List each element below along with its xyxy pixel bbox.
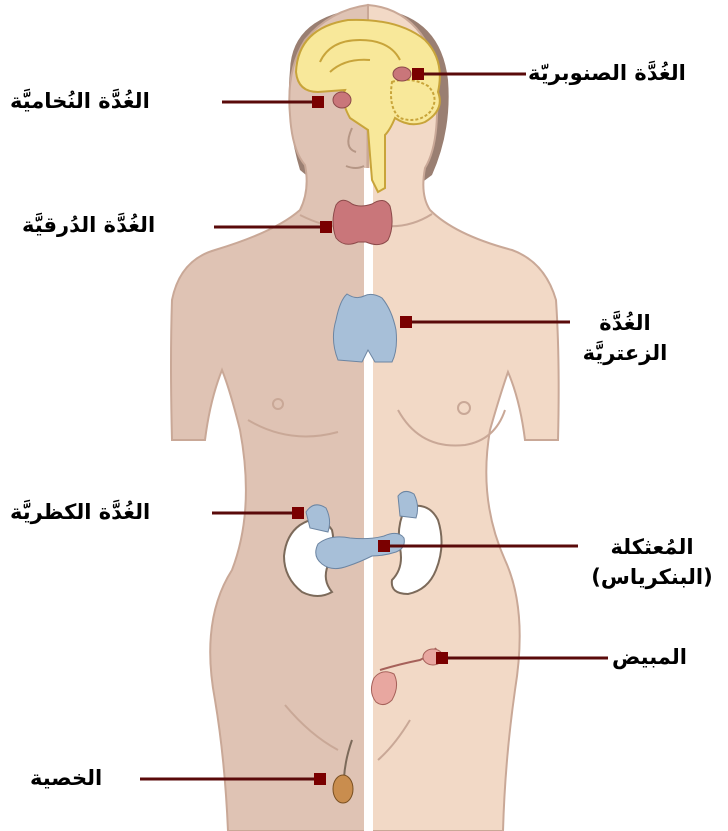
label-pancreas-line2: (البنكرياس)	[582, 562, 722, 592]
label-thymus: الغُدَّة الزعتريَّة	[575, 308, 675, 368]
male-body-half	[171, 5, 368, 831]
label-thymus-line2: الزعتريَّة	[575, 338, 675, 368]
label-pancreas-line1: المُعثكلة	[582, 532, 722, 562]
label-ovary: المبيض	[612, 642, 687, 672]
label-pineal: الغُدَّة الصنوبريّة	[528, 58, 686, 88]
left-adrenal-gland	[306, 505, 330, 532]
label-thymus-line1: الغُدَّة	[575, 308, 675, 338]
testis-gland	[333, 775, 353, 803]
label-testis: الخصية	[30, 763, 102, 793]
female-body-half	[368, 5, 559, 831]
right-adrenal-gland	[398, 491, 418, 518]
label-thyroid: الغُدَّة الدُرقيَّة	[22, 210, 155, 240]
center-divider	[364, 168, 373, 831]
thyroid-gland	[333, 200, 392, 244]
label-pituitary: الغُدَّة النُخاميَّة	[10, 86, 150, 116]
label-adrenal: الغُدَّة الكظريَّة	[10, 497, 150, 527]
label-pancreas: المُعثكلة (البنكرياس)	[582, 532, 722, 592]
pituitary-gland	[333, 92, 351, 108]
pineal-gland	[393, 67, 411, 81]
